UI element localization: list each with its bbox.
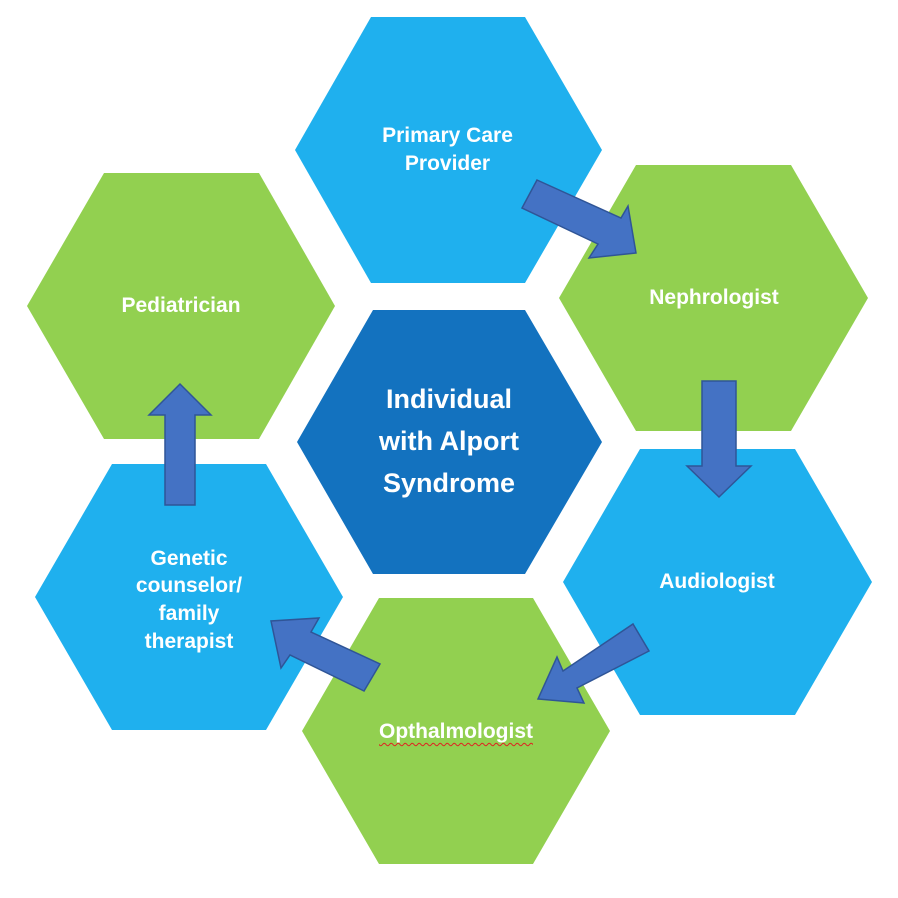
arrow-primary-to-nephrologist xyxy=(520,179,637,259)
opthalmologist-text: Opthalmologist xyxy=(379,720,533,744)
hex-primary-care xyxy=(295,17,602,283)
audiologist-text: Audiologist xyxy=(659,570,775,594)
hex-pediatrician xyxy=(27,173,335,439)
nephrologist-text: Nephrologist xyxy=(649,286,779,310)
arrow-opthalmologist-to-genetic xyxy=(270,617,382,692)
hex-genetic-counselor xyxy=(35,464,343,730)
primary-care-text: Primary Care Provider xyxy=(382,124,513,175)
hex-nephrologist xyxy=(559,165,868,431)
arrow-audiologist-to-opthalmologist xyxy=(536,622,651,704)
pediatrician-label: Pediatrician xyxy=(70,286,292,326)
pediatrician-text: Pediatrician xyxy=(121,294,241,318)
center-text: Individual with Alport Syndrome xyxy=(379,384,519,498)
center-label: Individual with Alport Syndrome xyxy=(340,372,558,512)
primary-care-label: Primary Care Provider xyxy=(340,110,555,190)
arrow-nephrologist-to-audiologist xyxy=(685,380,753,499)
hex-center xyxy=(297,310,602,574)
arrow-genetic-to-pediatrician xyxy=(147,382,213,506)
nephrologist-label: Nephrologist xyxy=(600,278,828,318)
genetic-counselor-label: Genetic counselor/ family therapist xyxy=(80,530,298,670)
audiologist-label: Audiologist xyxy=(605,562,829,602)
genetic-counselor-text: Genetic counselor/ family therapist xyxy=(135,546,243,653)
opthalmologist-label: Opthalmologist xyxy=(345,712,567,752)
